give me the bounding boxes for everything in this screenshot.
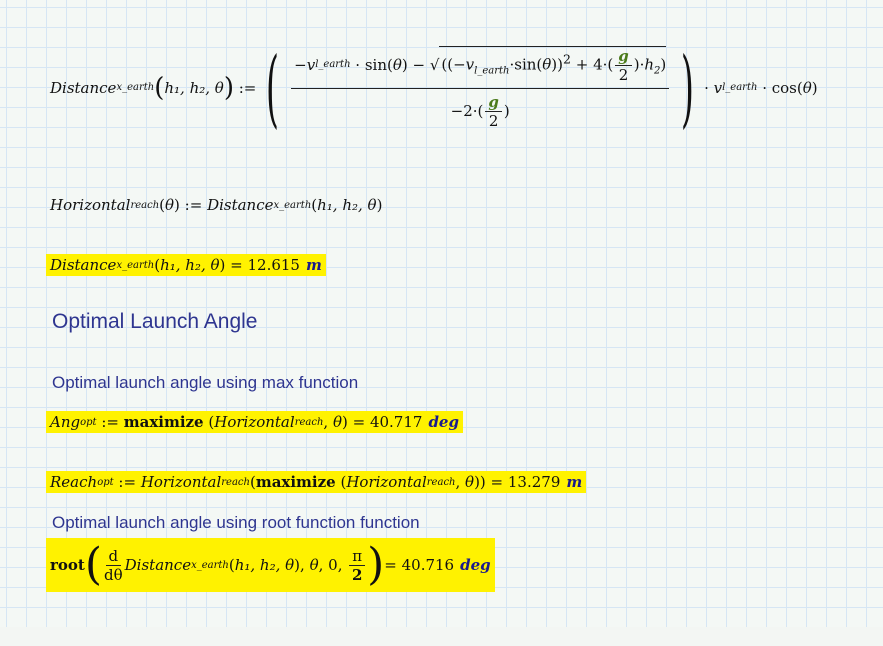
section-heading: Optimal Launch Angle	[52, 310, 258, 333]
arg: Horizontal	[346, 473, 427, 491]
args: h₁, h₂, θ	[317, 196, 377, 214]
subscript: x_earth	[116, 259, 155, 271]
d: d	[105, 547, 122, 566]
function-name: Distance	[50, 256, 117, 274]
subscript: l_earth	[474, 65, 510, 76]
unit: m	[566, 473, 583, 491]
func-name: Horizontal	[140, 473, 222, 491]
two: 2	[351, 565, 363, 584]
paren: (	[154, 72, 165, 103]
subscript: x_earth	[116, 82, 155, 93]
v: v	[713, 78, 723, 97]
unit: deg	[428, 413, 459, 431]
subscript: x_earth	[191, 559, 229, 571]
pi: π	[349, 547, 366, 566]
subscript: l_earth	[315, 59, 351, 70]
subscript: opt	[80, 416, 97, 428]
func-name: maximize	[255, 473, 336, 491]
unit: m	[305, 256, 322, 274]
result-value: 12.615	[247, 256, 300, 274]
dtheta: dθ	[104, 565, 123, 584]
max-note: Optimal launch angle using max function	[52, 373, 359, 392]
paren: )	[367, 539, 385, 590]
var: θ	[309, 556, 319, 574]
root-note: Optimal launch angle using root function…	[52, 513, 420, 532]
worksheet-grid	[0, 0, 883, 627]
subscript: reach	[426, 476, 456, 488]
lower-bound: 0	[328, 556, 338, 574]
paren: )	[223, 72, 234, 103]
g: g	[615, 47, 632, 66]
rhs-name: Distance	[207, 196, 274, 214]
var-name: Reach	[50, 473, 98, 491]
g: g	[485, 93, 502, 112]
subscript: x_earth	[273, 199, 312, 211]
paren: (	[84, 539, 103, 590]
args: h₁, h₂, θ	[160, 256, 220, 274]
v: v	[306, 55, 316, 74]
args: h₁, h₂, θ	[164, 78, 224, 97]
func-name: Distance	[124, 556, 192, 574]
v: v	[465, 55, 475, 73]
result-value: 40.717	[369, 413, 423, 431]
func-name: maximize	[123, 413, 204, 431]
var-name: Ang	[50, 413, 81, 431]
subscript: opt	[97, 476, 114, 488]
unit: deg	[460, 556, 491, 574]
big-paren: )	[681, 38, 695, 137]
args: h₁, h₂, θ	[234, 556, 295, 574]
arg: Horizontal	[214, 413, 295, 431]
subscript: reach	[130, 199, 160, 211]
subscript: reach	[294, 416, 324, 428]
arg: θ	[332, 413, 342, 431]
function-name: Distance	[50, 78, 117, 97]
func-name: root	[50, 556, 85, 574]
result-value: 40.716	[401, 556, 455, 574]
subscript: l_earth	[722, 82, 758, 93]
subscript: reach	[221, 476, 250, 488]
result-value: 13.279	[507, 473, 561, 491]
function-name: Horizontal	[50, 196, 131, 214]
arg: θ	[465, 473, 475, 491]
arg: θ	[165, 196, 175, 214]
big-paren: (	[266, 38, 280, 137]
